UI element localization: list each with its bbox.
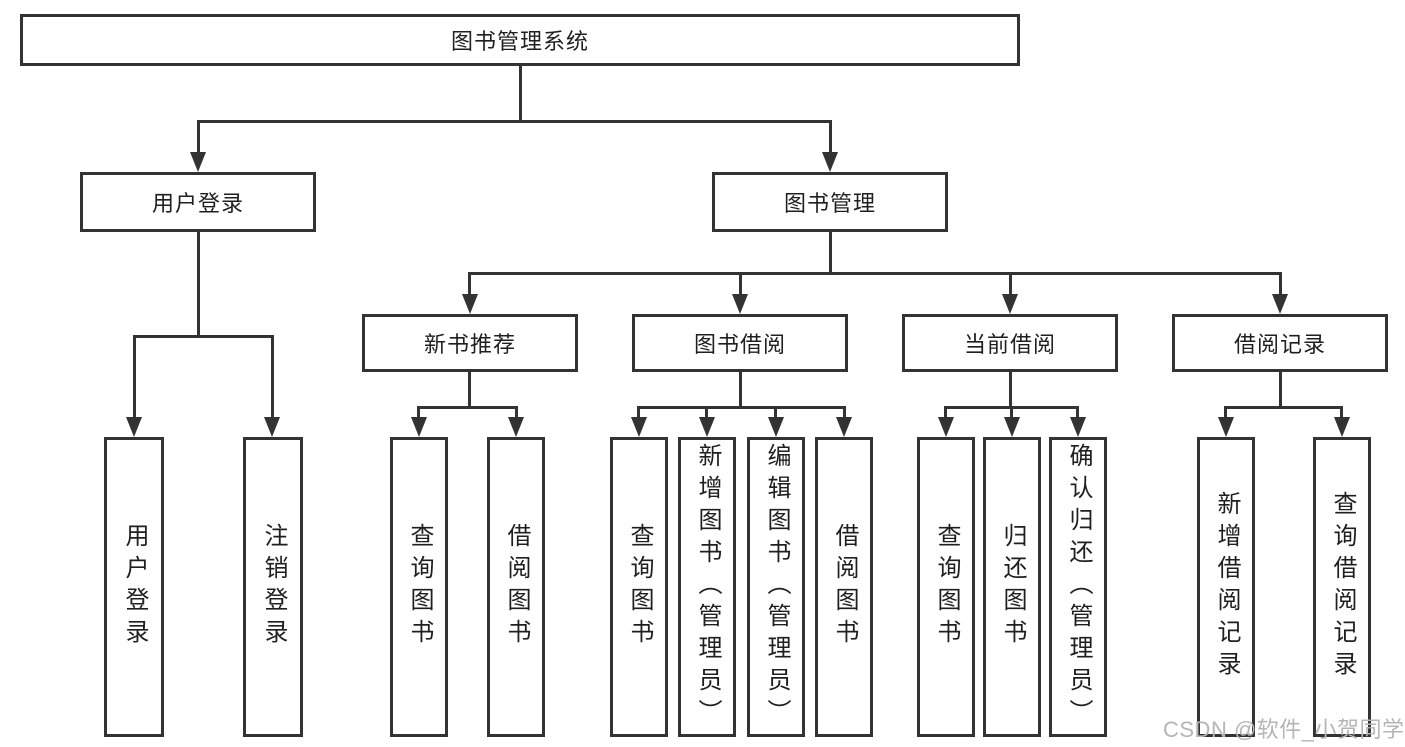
connector-line bbox=[271, 335, 274, 419]
node-label: 当前借阅 bbox=[963, 332, 1056, 357]
arrowhead-icon bbox=[699, 417, 715, 437]
node-borrowing-records: 借阅记录 bbox=[1172, 314, 1388, 372]
arrowhead-icon bbox=[1002, 294, 1018, 314]
connector-line bbox=[417, 406, 518, 409]
arrowhead-icon bbox=[938, 417, 954, 437]
arrowhead-icon bbox=[508, 417, 524, 437]
arrowhead-icon bbox=[836, 417, 852, 437]
arrowhead-icon bbox=[462, 294, 478, 314]
connector-line bbox=[1224, 406, 1343, 409]
leaf-recommend-query-books: 查询图书 bbox=[390, 437, 448, 737]
connector-line bbox=[197, 120, 832, 123]
leaf-current-query-books: 查询图书 bbox=[917, 437, 975, 737]
connector-line bbox=[637, 406, 846, 409]
connector-line bbox=[468, 272, 1281, 275]
connector-line bbox=[1340, 406, 1343, 420]
leaf-label: 查询图书 bbox=[626, 523, 653, 651]
connector-line bbox=[739, 372, 742, 406]
connector-line bbox=[133, 335, 274, 338]
node-label: 图书管理 bbox=[783, 191, 876, 216]
connector-line bbox=[843, 406, 846, 420]
node-label: 用户登录 bbox=[151, 191, 244, 216]
leaf-label: 用户登录 bbox=[121, 523, 148, 651]
leaf-label: 新增借阅记录 bbox=[1213, 491, 1240, 683]
leaf-label: 确认归还（管理员） bbox=[1065, 443, 1092, 731]
arrowhead-icon bbox=[822, 152, 838, 172]
node-book-management: 图书管理 bbox=[712, 172, 948, 232]
leaf-label: 查询借阅记录 bbox=[1329, 491, 1356, 683]
connector-line bbox=[944, 406, 947, 420]
node-label: 图书管理系统 bbox=[450, 29, 589, 54]
node-book-borrowing: 图书借阅 bbox=[632, 314, 848, 372]
leaf-label: 查询图书 bbox=[933, 523, 960, 651]
connector-line bbox=[468, 372, 471, 406]
arrowhead-icon bbox=[126, 417, 142, 437]
arrowhead-icon bbox=[1272, 294, 1288, 314]
leaf-confirm-return-admin: 确认归还（管理员） bbox=[1049, 437, 1107, 737]
connector-line bbox=[515, 406, 518, 420]
arrowhead-icon bbox=[1218, 417, 1234, 437]
connector-line bbox=[829, 232, 832, 272]
arrowhead-icon bbox=[631, 417, 647, 437]
connector-line bbox=[1279, 272, 1282, 296]
node-label: 图书借阅 bbox=[693, 332, 786, 357]
arrowhead-icon bbox=[1004, 417, 1020, 437]
leaf-edit-books-admin: 编辑图书（管理员） bbox=[747, 437, 805, 737]
leaf-label: 借阅图书 bbox=[831, 523, 858, 651]
leaf-label: 归还图书 bbox=[999, 523, 1026, 651]
arrowhead-icon bbox=[732, 294, 748, 314]
node-label: 借阅记录 bbox=[1233, 332, 1326, 357]
csdn-watermark: CSDN @软件_小贺同学 bbox=[1163, 717, 1405, 742]
arrowhead-icon bbox=[190, 152, 206, 172]
connector-line bbox=[468, 272, 471, 296]
connector-line bbox=[1279, 372, 1282, 406]
connector-line bbox=[197, 232, 200, 335]
connector-line bbox=[133, 335, 136, 419]
leaf-add-books-admin: 新增图书（管理员） bbox=[678, 437, 736, 737]
connector-line bbox=[417, 406, 420, 420]
connector-line bbox=[1224, 406, 1227, 420]
connector-line bbox=[705, 406, 708, 420]
leaf-user-login: 用户登录 bbox=[104, 437, 164, 737]
leaf-logout: 注销登录 bbox=[243, 437, 303, 737]
leaf-label: 编辑图书（管理员） bbox=[763, 443, 790, 731]
arrowhead-icon bbox=[411, 417, 427, 437]
leaf-query-borrow-record: 查询借阅记录 bbox=[1313, 437, 1371, 737]
connector-line bbox=[1010, 406, 1013, 420]
connector-line bbox=[519, 66, 522, 120]
leaf-add-borrow-record: 新增借阅记录 bbox=[1197, 437, 1255, 737]
connector-line bbox=[197, 120, 200, 154]
connector-line bbox=[1076, 406, 1079, 420]
leaf-label: 查询图书 bbox=[406, 523, 433, 651]
node-label: 新书推荐 bbox=[423, 332, 516, 357]
arrowhead-icon bbox=[768, 417, 784, 437]
node-user-login: 用户登录 bbox=[80, 172, 316, 232]
arrowhead-icon bbox=[1070, 417, 1086, 437]
leaf-recommend-borrow-books: 借阅图书 bbox=[487, 437, 545, 737]
arrowhead-icon bbox=[1334, 417, 1350, 437]
leaf-label: 注销登录 bbox=[260, 523, 287, 651]
node-current-borrowing: 当前借阅 bbox=[902, 314, 1118, 372]
arrowhead-icon bbox=[264, 417, 280, 437]
leaf-borrow-books: 借阅图书 bbox=[815, 437, 873, 737]
leaf-return-books: 归还图书 bbox=[983, 437, 1041, 737]
connector-line bbox=[829, 120, 832, 154]
node-new-book-recommend: 新书推荐 bbox=[362, 314, 578, 372]
node-library-system: 图书管理系统 bbox=[20, 14, 1020, 66]
connector-line bbox=[739, 272, 742, 296]
connector-line bbox=[1009, 272, 1012, 296]
leaf-borrow-query-books: 查询图书 bbox=[610, 437, 668, 737]
connector-line bbox=[637, 406, 640, 420]
connector-line bbox=[774, 406, 777, 420]
connector-line bbox=[1009, 372, 1012, 406]
leaf-label: 借阅图书 bbox=[503, 523, 530, 651]
leaf-label: 新增图书（管理员） bbox=[694, 443, 721, 731]
